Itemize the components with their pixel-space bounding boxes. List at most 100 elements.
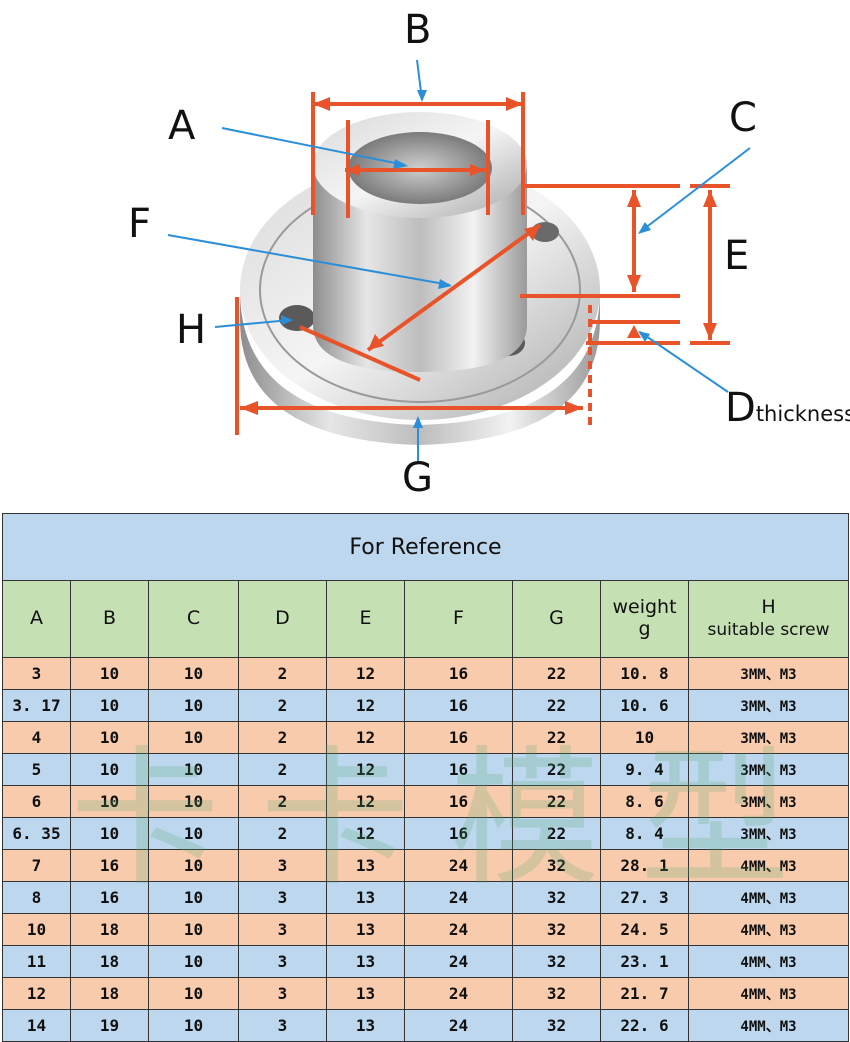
cell-weight: 8. 6 xyxy=(600,785,689,818)
cell-a: 10 xyxy=(2,913,71,946)
cell-d: 3 xyxy=(238,849,327,882)
cell-screw: 3MM、M3 xyxy=(687,721,850,754)
cell-c: 10 xyxy=(148,785,239,818)
cell-f: 16 xyxy=(404,721,513,754)
cell-e: 12 xyxy=(326,817,405,850)
cell-c: 10 xyxy=(148,1009,239,1042)
cell-g: 22 xyxy=(512,689,601,722)
header-g: G xyxy=(512,580,601,658)
cell-c: 10 xyxy=(148,689,239,722)
cell-weight: 22. 6 xyxy=(600,1009,689,1042)
cell-f: 24 xyxy=(404,945,513,978)
cell-d: 3 xyxy=(238,881,327,914)
cell-e: 13 xyxy=(326,913,405,946)
cell-d: 2 xyxy=(238,817,327,850)
cell-weight: 28. 1 xyxy=(600,849,689,882)
cell-screw: 4MM、M3 xyxy=(687,1009,850,1042)
flange-diagram: B A C F E H Dthickness G xyxy=(0,0,850,505)
cell-d: 3 xyxy=(238,945,327,978)
cell-f: 24 xyxy=(404,881,513,914)
cell-g: 22 xyxy=(512,817,601,850)
cell-b: 10 xyxy=(70,657,149,690)
cell-g: 32 xyxy=(512,977,601,1010)
header-weight: weight g xyxy=(600,580,689,658)
cell-screw: 4MM、M3 xyxy=(687,881,850,914)
cell-d: 2 xyxy=(238,753,327,786)
table-title-row: For Reference xyxy=(1,513,850,581)
cell-weight: 10. 8 xyxy=(600,657,689,690)
cell-g: 22 xyxy=(512,753,601,786)
header-h: H suitable screw xyxy=(687,580,850,658)
header-weight-line2: g xyxy=(638,618,651,640)
cell-weight: 9. 4 xyxy=(600,753,689,786)
cell-b: 10 xyxy=(70,689,149,722)
header-h-line2: suitable screw xyxy=(707,620,830,640)
label-e: E xyxy=(724,233,750,279)
hub-side xyxy=(313,165,527,372)
cell-f: 16 xyxy=(404,817,513,850)
cell-f: 24 xyxy=(404,849,513,882)
cell-weight: 8. 4 xyxy=(600,817,689,850)
cell-a: 4 xyxy=(2,721,71,754)
cell-screw: 4MM、M3 xyxy=(687,977,850,1010)
cell-weight: 24. 5 xyxy=(600,913,689,946)
cell-weight: 23. 1 xyxy=(600,945,689,978)
cell-d: 2 xyxy=(238,689,327,722)
cell-f: 24 xyxy=(404,977,513,1010)
cell-b: 10 xyxy=(70,817,149,850)
label-f: F xyxy=(128,201,152,247)
cell-c: 10 xyxy=(148,913,239,946)
cell-g: 32 xyxy=(512,881,601,914)
cell-g: 32 xyxy=(512,1009,601,1042)
cell-screw: 3MM、M3 xyxy=(687,785,850,818)
cell-e: 13 xyxy=(326,977,405,1010)
specification-table: For Reference A B C D E F G weight g H s… xyxy=(1,513,850,1042)
cell-b: 18 xyxy=(70,945,149,978)
table-header-row: A B C D E F G weight g H suitable screw xyxy=(2,580,850,658)
cell-screw: 3MM、M3 xyxy=(687,657,850,690)
cell-f: 16 xyxy=(404,689,513,722)
cell-f: 16 xyxy=(404,785,513,818)
cell-a: 7 xyxy=(2,849,71,882)
cell-g: 32 xyxy=(512,849,601,882)
cell-f: 16 xyxy=(404,753,513,786)
cell-e: 13 xyxy=(326,1009,405,1042)
cell-g: 22 xyxy=(512,721,601,754)
cell-b: 10 xyxy=(70,721,149,754)
cell-e: 12 xyxy=(326,657,405,690)
cell-c: 10 xyxy=(148,753,239,786)
flange-illustration xyxy=(167,59,751,462)
leader-lines xyxy=(167,59,751,462)
label-d-suffix: thickness xyxy=(755,402,850,426)
cell-e: 13 xyxy=(326,849,405,882)
cell-e: 12 xyxy=(326,785,405,818)
cell-b: 10 xyxy=(70,785,149,818)
header-a: A xyxy=(2,580,71,658)
header-weight-line1: weight xyxy=(612,596,677,619)
label-a: A xyxy=(168,103,196,149)
cell-d: 2 xyxy=(238,721,327,754)
cell-f: 24 xyxy=(404,913,513,946)
cell-b: 19 xyxy=(70,1009,149,1042)
cell-b: 16 xyxy=(70,881,149,914)
cell-a: 8 xyxy=(2,881,71,914)
cell-e: 12 xyxy=(326,721,405,754)
cell-f: 16 xyxy=(404,657,513,690)
cell-d: 3 xyxy=(238,913,327,946)
cell-c: 10 xyxy=(148,849,239,882)
cell-screw: 4MM、M3 xyxy=(687,945,850,978)
cell-screw: 4MM、M3 xyxy=(687,913,850,946)
label-c: C xyxy=(729,95,757,141)
cell-a: 11 xyxy=(2,945,71,978)
cell-weight: 27. 3 xyxy=(600,881,689,914)
cell-c: 10 xyxy=(148,657,239,690)
cell-a: 6. 35 xyxy=(2,817,71,850)
header-f: F xyxy=(404,580,513,658)
cell-weight: 10 xyxy=(600,721,689,754)
